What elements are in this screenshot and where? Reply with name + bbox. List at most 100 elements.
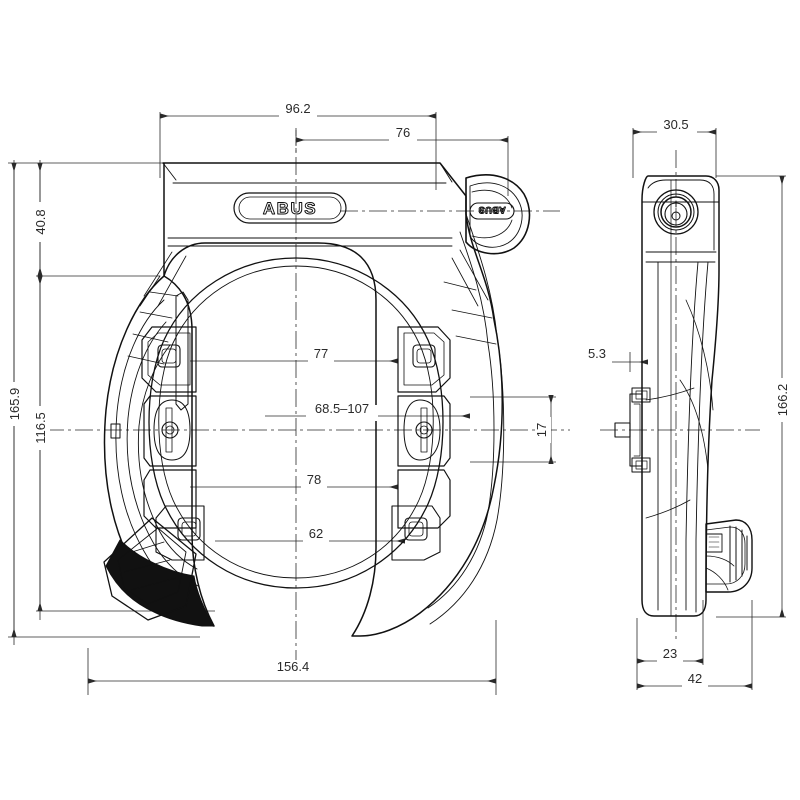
side-mount-lugs bbox=[614, 387, 651, 473]
side-curve-1 bbox=[645, 387, 695, 401]
label-bg-42 bbox=[682, 675, 708, 691]
mid-left-pivot bbox=[161, 421, 179, 439]
shackle-rib-1 bbox=[429, 213, 505, 625]
label-bg-1662 bbox=[776, 378, 792, 422]
left-wall-notch bbox=[110, 423, 121, 439]
bracket-ribs bbox=[729, 525, 748, 583]
label-bg-1165 bbox=[34, 406, 50, 450]
rib-b bbox=[157, 255, 187, 307]
logo-badge-inner bbox=[238, 196, 342, 220]
lower-left-bolt-inner bbox=[181, 521, 197, 537]
label-bg-77 bbox=[308, 350, 334, 366]
upper-right-bracket bbox=[397, 326, 451, 393]
mid-right-pivot-hole bbox=[419, 425, 429, 435]
label-bg-408 bbox=[34, 202, 50, 242]
rib-e bbox=[139, 311, 173, 319]
mid-right-pivot bbox=[415, 421, 433, 439]
rib-l bbox=[455, 335, 497, 345]
bracket-lower-curve bbox=[705, 567, 729, 591]
dim-label-76: 76 bbox=[396, 125, 410, 140]
abus-logo-badge: ABUS bbox=[233, 192, 347, 224]
dimension-labels-group: 96.2 76 165.9 40.8 116.5 77 68.5–107 78 … bbox=[7, 101, 792, 691]
upper-left-bracket-inner bbox=[147, 332, 191, 386]
dim-label-96: 96.2 bbox=[285, 101, 310, 116]
key-cover-inner bbox=[469, 182, 523, 248]
dim-label-685-107: 68.5–107 bbox=[315, 401, 369, 416]
dim-label-1659: 165.9 bbox=[7, 388, 22, 421]
mid-left-slot-housing bbox=[143, 395, 197, 467]
rib-a bbox=[143, 251, 173, 297]
side-top-inner bbox=[647, 179, 715, 251]
rib-f bbox=[132, 333, 169, 343]
upper-right-bracket-inner bbox=[403, 332, 445, 386]
lug-web bbox=[633, 403, 641, 457]
label-bg-305 bbox=[657, 120, 697, 136]
mid-right-slot-housing bbox=[397, 395, 451, 467]
key-cover-outline bbox=[465, 174, 531, 255]
rib-k bbox=[451, 309, 493, 319]
dim-label-77: 77 bbox=[314, 346, 328, 361]
lug-upper-block bbox=[631, 387, 651, 403]
shackle-rib-5 bbox=[137, 344, 198, 570]
dim-label-53: 5.3 bbox=[588, 346, 606, 361]
side-body-outline bbox=[641, 175, 720, 617]
dim-label-408: 40.8 bbox=[33, 209, 48, 234]
lug-plate bbox=[629, 393, 643, 467]
side-key-cylinder bbox=[653, 189, 699, 235]
lower-right-bolt-square bbox=[404, 517, 428, 541]
upper-right-bolt-inner bbox=[416, 348, 432, 364]
front-view: ABUS ABUS bbox=[103, 162, 531, 637]
key-cover-highlight-2 bbox=[471, 219, 513, 239]
label-bg-53 bbox=[582, 349, 612, 365]
clamp-line-2 bbox=[123, 559, 171, 573]
dim-label-78: 78 bbox=[307, 472, 321, 487]
body-bevel-right bbox=[439, 162, 453, 183]
label-bg-17 bbox=[535, 417, 551, 443]
upper-right-bolt-square bbox=[412, 344, 436, 368]
label-bg-96 bbox=[279, 104, 317, 120]
side-taper-1 bbox=[685, 261, 699, 611]
shackle-tip-shadow bbox=[105, 539, 215, 627]
label-bg-1564 bbox=[272, 662, 316, 678]
side-diag-1 bbox=[685, 299, 714, 411]
abus-wordmark: ABUS bbox=[263, 199, 317, 218]
rib-i bbox=[451, 257, 479, 307]
label-bg-1659 bbox=[8, 382, 24, 426]
bracket-outline bbox=[705, 519, 753, 593]
lug-pin bbox=[614, 422, 631, 438]
rib-h bbox=[459, 249, 489, 301]
lower-right-bolt-inner bbox=[408, 521, 424, 537]
bracket-pad-lines bbox=[708, 536, 720, 548]
cyl-ring-3 bbox=[660, 196, 692, 228]
bracket-inner bbox=[705, 526, 746, 585]
upper-left-bolt-square bbox=[157, 344, 181, 368]
side-taper-2 bbox=[695, 261, 709, 613]
bracket-pad bbox=[705, 533, 723, 553]
label-bg-78 bbox=[301, 476, 327, 492]
lug-upper-inner bbox=[635, 390, 648, 400]
bracket-curve bbox=[705, 555, 735, 567]
clamp-line-1 bbox=[131, 541, 165, 553]
cyl-ring-2 bbox=[657, 193, 695, 231]
dim-label-62: 62 bbox=[309, 526, 323, 541]
rib-g bbox=[127, 355, 165, 365]
shoulder-ribs-right bbox=[443, 249, 497, 345]
dimension-lines-group bbox=[8, 112, 786, 695]
dim-label-1564: 156.4 bbox=[277, 659, 310, 674]
dim-label-1662: 166.2 bbox=[775, 384, 790, 417]
label-bg-76 bbox=[389, 128, 417, 144]
dim-label-42: 42 bbox=[688, 671, 702, 686]
label-bg-62 bbox=[303, 530, 329, 546]
left-mount-rail bbox=[141, 326, 205, 561]
lower-left-bolt-square bbox=[177, 517, 201, 541]
side-view bbox=[614, 175, 753, 617]
inner-ring-wall bbox=[148, 257, 444, 589]
rib-d bbox=[149, 291, 179, 297]
label-bg-685 bbox=[306, 405, 378, 421]
clamp-line-3 bbox=[130, 577, 177, 591]
side-curve-2 bbox=[645, 499, 691, 519]
shackle-rib-2 bbox=[427, 231, 495, 609]
lower-left-shoe bbox=[155, 505, 205, 561]
